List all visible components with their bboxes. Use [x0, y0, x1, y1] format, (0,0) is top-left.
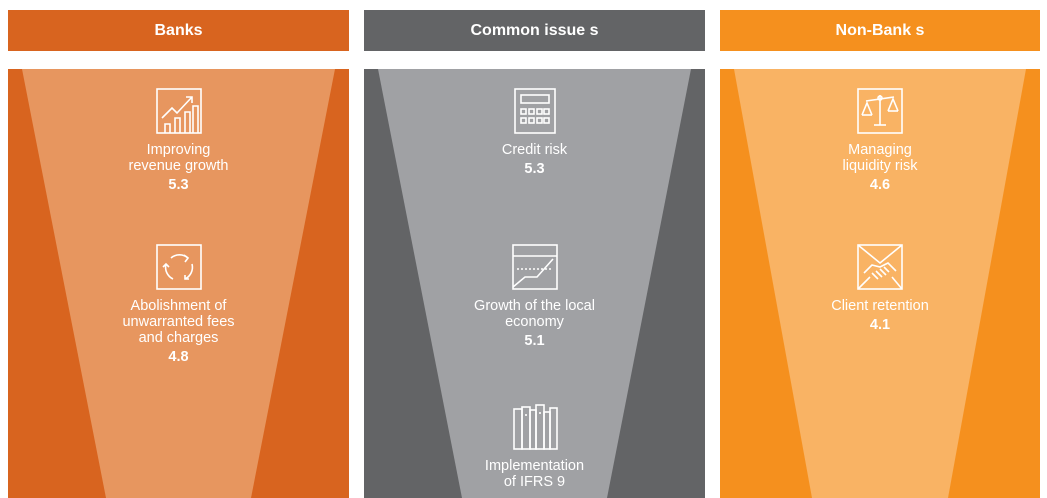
non-banks-item-label: Managing liquidity risk [842, 142, 918, 174]
banks-header: Banks [8, 10, 349, 51]
banks-item-revenue-growth: Improving revenue growth 5.3 [8, 87, 349, 195]
common-item-local-economy: Growth of the local economy 5.1 [364, 243, 705, 351]
banks-title: Banks [154, 21, 203, 39]
calculator-icon [511, 87, 559, 135]
common-issues-funnel [378, 69, 691, 498]
non-banks-header: Non-Bank s [720, 10, 1040, 51]
cycle-arrows-icon [155, 243, 203, 291]
common-item-label: Growth of the local economy [474, 298, 595, 330]
growth-chart-icon [155, 87, 203, 135]
banks-item-abolishment-fees: Abolishment of unwarranted fees and char… [8, 243, 349, 367]
books-icon [511, 403, 559, 451]
non-banks-item-label: Client retention [831, 298, 929, 314]
non-banks-item-client-retention: Client retention 4.1 [720, 243, 1040, 335]
common-issues-title: Common issue s [470, 21, 599, 39]
banks-funnel [22, 69, 335, 498]
scales-icon [856, 87, 904, 135]
non-banks-panel: Managing liquidity risk 4.6 Client reten… [720, 69, 1040, 498]
banks-item-label: Abolishment of unwarranted fees and char… [122, 298, 235, 346]
non-banks-item-score: 4.6 [869, 177, 891, 193]
common-item-ifrs9: Implementation of IFRS 9 [364, 403, 705, 491]
non-banks-title: Non-Bank s [835, 21, 925, 39]
banks-item-label: Improving revenue growth [128, 142, 229, 174]
common-issues-panel: Credit risk 5.3 Growth of the local econ… [364, 69, 705, 498]
banks-panel: Improving revenue growth 5.3 Abolishment… [8, 69, 349, 498]
common-item-score: 5.3 [524, 161, 545, 177]
common-item-label: Implementation of IFRS 9 [484, 458, 585, 490]
banks-item-score: 4.8 [168, 349, 189, 365]
common-item-score: 5.1 [524, 333, 545, 349]
common-item-label: Credit risk [501, 142, 568, 158]
banks-item-score: 5.3 [168, 177, 189, 193]
economy-graph-icon [511, 243, 559, 291]
non-banks-funnel [734, 69, 1026, 498]
handshake-icon [856, 243, 904, 291]
non-banks-item-liquidity-risk: Managing liquidity risk 4.6 [720, 87, 1040, 195]
common-issues-header: Common issue s [364, 10, 705, 51]
non-banks-item-score: 4.1 [869, 317, 891, 333]
common-item-credit-risk: Credit risk 5.3 [364, 87, 705, 179]
